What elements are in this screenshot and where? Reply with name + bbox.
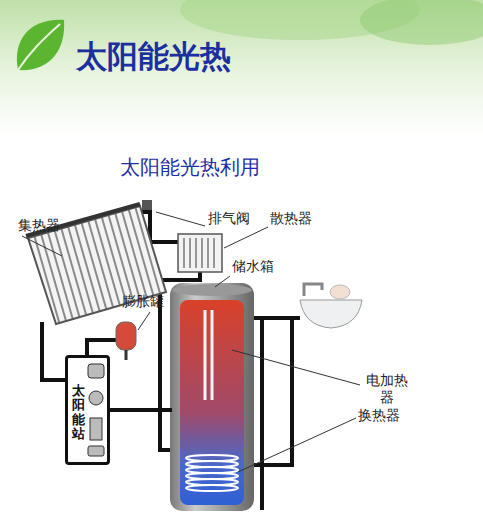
air-vent	[142, 200, 152, 210]
page-title: 太阳能光热	[76, 36, 231, 78]
storage-tank-node: 储水箱	[172, 285, 252, 510]
leader-lines	[22, 212, 360, 472]
part-label: 集热器	[18, 217, 60, 234]
part-label: 电加热器	[364, 372, 410, 406]
header-glow	[360, 0, 483, 45]
leaf-icon	[17, 20, 64, 70]
pump-station-parts	[88, 364, 104, 456]
heat-exchanger-coil	[186, 455, 238, 491]
part-label: 散热器	[270, 210, 312, 227]
node-label: 太阳能站	[72, 384, 85, 441]
wash-basin	[300, 284, 362, 328]
pump-station-box: 太阳能站	[65, 355, 110, 465]
node-label: 储水箱	[232, 258, 274, 276]
radiator	[178, 234, 222, 272]
part-label: 排气阀	[208, 210, 250, 227]
expansion-tank	[116, 322, 136, 360]
pipe-connector	[110, 408, 172, 412]
part-label: 膨胀罐	[122, 293, 164, 310]
diagram-caption: 太阳能光热利用	[120, 154, 260, 181]
storage-tank	[170, 283, 254, 511]
part-label: 换热器	[358, 407, 400, 424]
